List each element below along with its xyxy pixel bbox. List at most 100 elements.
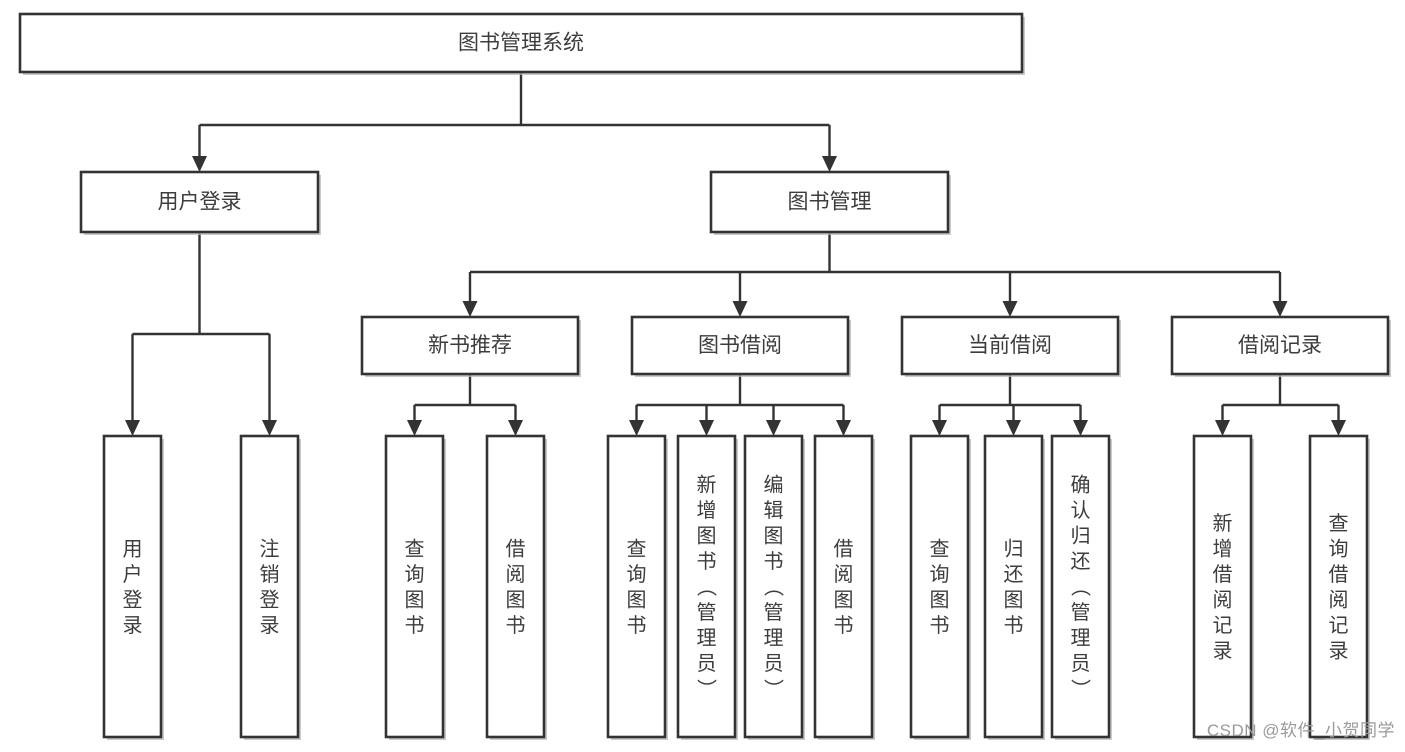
node-label-char: 管 bbox=[1071, 601, 1091, 624]
arrow-head-icon bbox=[629, 420, 644, 436]
node-rect bbox=[239, 434, 300, 739]
arrow-head-icon bbox=[192, 156, 207, 172]
node-level3-book-borrow[interactable]: 图书借阅 bbox=[630, 315, 851, 377]
arrow-head-icon bbox=[699, 420, 714, 436]
node-label-char: 确 bbox=[1071, 474, 1091, 497]
node-label-char: （ bbox=[695, 577, 718, 597]
connector-layer bbox=[125, 72, 1346, 436]
node-label-char: 增 bbox=[1213, 537, 1233, 560]
node-label-char: 书 bbox=[627, 614, 647, 637]
node-label-char: 图 bbox=[764, 526, 784, 548]
node-label-char: 新 bbox=[1213, 512, 1233, 535]
node-label: 图书借阅 bbox=[698, 334, 782, 357]
node-label-char: 图 bbox=[1004, 589, 1024, 611]
node-label-char: 归 bbox=[1004, 537, 1024, 560]
node-label-char: 图 bbox=[506, 589, 526, 611]
node-label-char: 录 bbox=[123, 615, 143, 637]
node-level2-book-manage[interactable]: 图书管理 bbox=[709, 170, 951, 235]
node-label-char: 员 bbox=[697, 653, 717, 675]
node-label-char: 图 bbox=[930, 589, 950, 611]
node-level3-borrow-record[interactable]: 借阅记录 bbox=[1170, 315, 1391, 377]
node-label-char: 书 bbox=[506, 614, 526, 637]
node-label-char: 书 bbox=[697, 550, 717, 573]
node-label-char: 登 bbox=[260, 588, 280, 611]
node-label-char: ） bbox=[762, 679, 785, 699]
node-label-char: 理 bbox=[1071, 628, 1091, 650]
node-label-char: 查 bbox=[1329, 512, 1349, 535]
node-rect bbox=[900, 315, 1120, 376]
node-label-char: ） bbox=[1069, 679, 1092, 699]
node-label-char: 辑 bbox=[764, 499, 784, 522]
node-label-char: 新 bbox=[697, 474, 717, 497]
node-label-char: 询 bbox=[627, 563, 647, 586]
node-rect bbox=[485, 434, 546, 739]
node-label-char: 询 bbox=[930, 563, 950, 586]
node-label: 用户登录 bbox=[158, 191, 242, 214]
node-label-char: 书 bbox=[1004, 614, 1024, 637]
node-rect bbox=[676, 434, 737, 739]
node-level3-current-borrow[interactable]: 当前借阅 bbox=[900, 315, 1121, 377]
node-level3-new-book-rec[interactable]: 新书推荐 bbox=[360, 315, 581, 377]
node-rect bbox=[102, 434, 163, 739]
node-level2-user-login[interactable]: 用户登录 bbox=[79, 170, 321, 235]
arrow-head-icon bbox=[1002, 301, 1018, 317]
node-label-char: 借 bbox=[834, 537, 854, 560]
node-label-char: 询 bbox=[1329, 537, 1349, 560]
node-label-char: 记 bbox=[1213, 614, 1233, 637]
node-rect bbox=[630, 315, 850, 376]
node-root-root[interactable]: 图书管理系统 bbox=[18, 12, 1025, 75]
node-label-char: 查 bbox=[627, 537, 647, 560]
node-label-char: 还 bbox=[1071, 550, 1091, 573]
arrow-head-icon bbox=[262, 420, 277, 436]
node-label-char: 书 bbox=[834, 614, 854, 637]
arrow-head-icon bbox=[766, 420, 781, 436]
node-rect bbox=[813, 434, 874, 739]
node-rect bbox=[1170, 315, 1390, 376]
node-label-char: 图 bbox=[627, 589, 647, 611]
node-label-char: 增 bbox=[697, 499, 717, 522]
arrow-head-icon bbox=[125, 420, 140, 436]
node-label-char: （ bbox=[762, 577, 785, 597]
node-label-char: 录 bbox=[1329, 640, 1349, 662]
node-label-char: 阅 bbox=[1329, 588, 1349, 611]
node-rect bbox=[384, 434, 445, 739]
node-label-char: 管 bbox=[697, 601, 717, 624]
node-label-char: 查 bbox=[405, 537, 425, 560]
arrow-head-icon bbox=[932, 420, 947, 436]
node-leaf-leaf-user-login[interactable]: 用户登录 bbox=[102, 434, 164, 740]
node-label-char: 登 bbox=[123, 588, 143, 611]
arrow-head-icon bbox=[1006, 420, 1021, 436]
node-label-char: 编 bbox=[764, 474, 784, 497]
arrow-head-icon bbox=[732, 301, 748, 317]
node-label-char: 书 bbox=[930, 614, 950, 637]
node-label-char: 图 bbox=[834, 589, 854, 611]
node-label-char: 借 bbox=[1329, 563, 1349, 586]
node-label-vertical: 用户登录 bbox=[123, 538, 143, 637]
node-label-char: 查 bbox=[930, 537, 950, 560]
node-label-char: ） bbox=[695, 679, 718, 699]
node-label-char: 书 bbox=[764, 550, 784, 573]
node-label-char: 阅 bbox=[1213, 588, 1233, 611]
